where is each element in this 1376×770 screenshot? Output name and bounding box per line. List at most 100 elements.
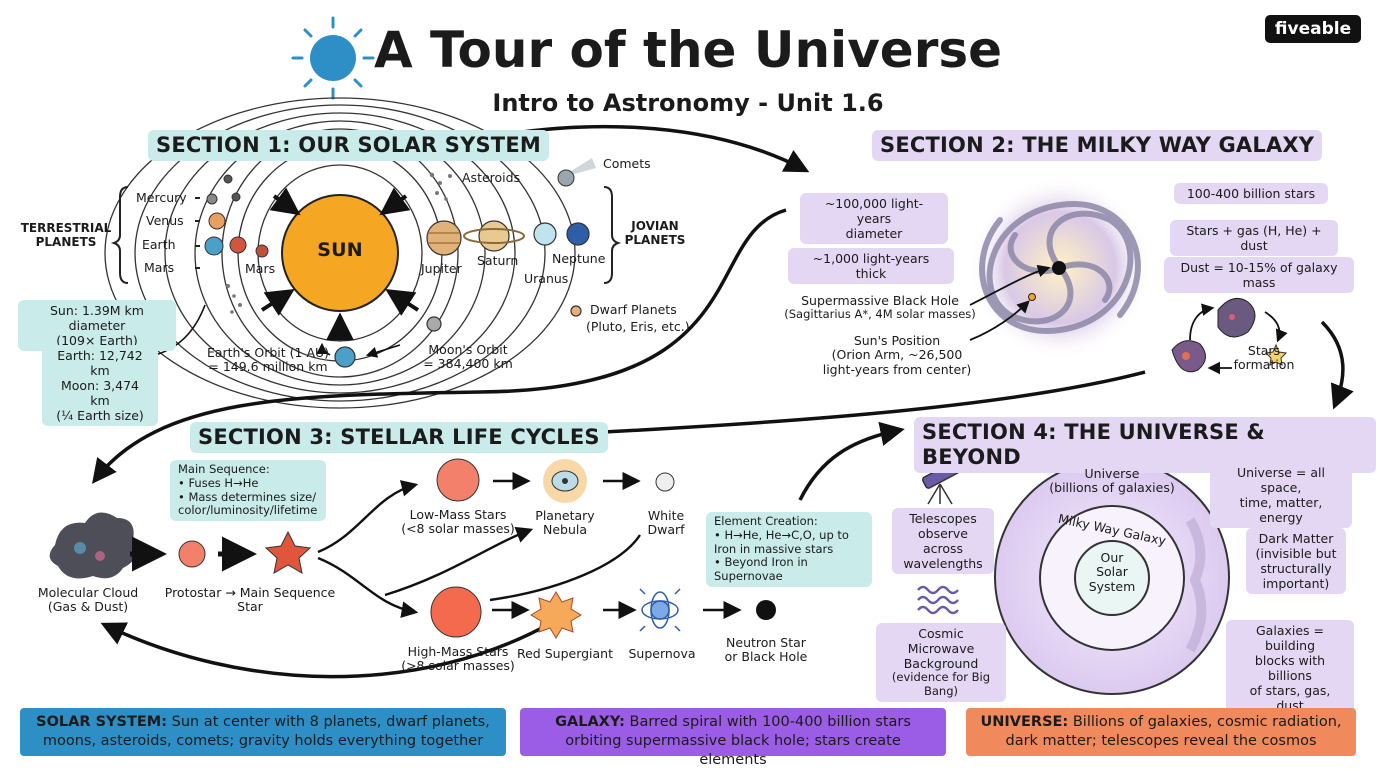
planet-label-jupiter: Jupiter (421, 261, 462, 276)
asteroid-dots (226, 172, 452, 314)
white-dwarf-line: White (647, 508, 685, 523)
stage-arrows (492, 471, 742, 620)
dwarf-planets-label: Dwarf Planets (590, 302, 677, 317)
sun-fact-box: Sun: 1.39M km diameter (109× Earth) (18, 300, 176, 351)
planet-label-neptune: Neptune (552, 251, 606, 266)
star-formation-label: Stars formation (1222, 343, 1306, 373)
solar-system-summary: SOLAR SYSTEM: Sun at center with 8 plane… (20, 708, 506, 756)
earth-fact-box: Earth: 12,742 km Moon: 3,474 km (¼ Earth… (42, 345, 158, 426)
white-dwarf-line: Dwarf (647, 522, 685, 538)
molecular-cloud (49, 512, 137, 579)
galaxy-pointers (969, 264, 1051, 341)
section1-pointers (154, 304, 401, 358)
main-sequence-box: Main Sequence: • Fuses H→He • Mass deter… (170, 460, 326, 522)
earth-fact-line: (¼ Earth size) (56, 408, 144, 423)
sun-body (281, 194, 399, 312)
earth-fact-line: Earth: 12,742 km (57, 348, 143, 378)
high-mass-star-body (430, 586, 482, 638)
page-subtitle: Intro to Astronomy - Unit 1.6 (492, 89, 884, 117)
element-creation-bullet: • H→He, He→C,O, up to (714, 527, 849, 542)
high-mass-line: High-Mass Stars (407, 644, 509, 659)
planet-label-saturn: Saturn (477, 253, 519, 268)
planet-label-mercury: Mercury (136, 190, 187, 205)
planet-label-mars-inner: Mars (144, 260, 175, 275)
diameter-box: ~100,000 light-years diameter (800, 193, 948, 244)
planet-label-earth: Earth (142, 237, 176, 252)
earth-fact-line: Moon: 3,474 km (61, 378, 139, 408)
terrestrial-planets-label: TERRESTRIAL PLANETS (20, 221, 112, 249)
red-supergiant-icon (530, 591, 582, 639)
galaxy-summary-key: GALAXY: (555, 714, 625, 730)
molecular-cloud-line: (Gas & Dust) (47, 599, 129, 615)
telescopes-line: Telescopes (909, 511, 977, 526)
element-creation-bullet: • Beyond Iron in Supernovae (714, 555, 808, 584)
cmb-line: Cosmic Microwave (907, 626, 975, 656)
gravity-arrows (260, 187, 420, 341)
earth-orbit-label: Earth's Orbit (1 AU) = 149.6 million km (198, 345, 338, 375)
main-sequence-star (264, 530, 312, 574)
universe-ring-label: Universe (billions of galaxies) (1042, 466, 1182, 496)
cmb-box: Cosmic Microwave Background (evidence fo… (876, 623, 1006, 702)
solar-system-ring-label: Our Solar System (1082, 550, 1142, 594)
section2-heading: SECTION 2: THE MILKY WAY GALAXY (872, 130, 1323, 162)
asteroids-label: Asteroids (462, 170, 521, 185)
star-formation-line: Stars (1247, 343, 1281, 358)
universe-definition-box: Universe = all space, time, matter, ener… (1210, 462, 1352, 528)
main-sequence-bullet: • Fuses H→He (178, 475, 259, 490)
galaxy-summary-line: Barred spiral with 100-400 billion stars (629, 714, 911, 730)
cmb-line: (evidence for Big Bang) (891, 670, 991, 698)
planet-label-venus: Venus (146, 213, 184, 228)
diameter-line: ~100,000 light-years (824, 196, 924, 226)
black-hole-line: Supermassive Black Hole (801, 293, 959, 308)
diameter-line: diameter (845, 226, 903, 241)
sun-fact-line: Sun: 1.39M km diameter (50, 303, 144, 333)
universe-ring-line: (billions of galaxies) (1049, 480, 1175, 496)
planetary-nebula-line: Nebula (542, 522, 588, 538)
sun-position-line: Sun's Position (853, 333, 941, 348)
sun-label: SUN (317, 239, 363, 261)
sun-position-label: Sun's Position (Orion Arm, ~26,500 light… (812, 333, 982, 377)
protostar-line: Protostar → Main Sequence (164, 585, 336, 600)
dark-matter-line: structurally (1260, 561, 1332, 576)
inner-planets (204, 174, 269, 258)
universe-ring-line: Universe (1084, 466, 1140, 481)
sun-position-line: light-years from center) (822, 361, 972, 377)
protostar-label: Protostar → Main Sequence Star (160, 585, 340, 615)
main-sequence-bullet: color/luminosity/lifetime (178, 503, 318, 518)
black-hole-line: (Sagittarius A*, 4M solar masses) (784, 307, 976, 322)
molecular-cloud-label: Molecular Cloud (Gas & Dust) (28, 585, 148, 615)
planet-label-mars: Mars (245, 261, 276, 276)
outer-planets (334, 220, 590, 368)
dust-fraction-box: Dust = 10-15% of galaxy mass (1164, 257, 1354, 293)
universe-nested-circles (994, 459, 1230, 695)
star-formation-cycle (1171, 297, 1288, 375)
cmb-line: Background (903, 656, 979, 671)
planetary-nebula-line: Planetary (535, 508, 595, 523)
star-count-box: 100-400 billion stars (1174, 183, 1328, 204)
low-mass-label: Low-Mass Stars (<8 solar masses) (398, 507, 518, 537)
earth-orbit-line: Earth's Orbit (1 AU) (206, 345, 330, 360)
section3-heading: SECTION 3: STELLAR LIFE CYCLES (190, 422, 608, 454)
white-dwarf-body (655, 472, 675, 492)
remnant-label: Neutron Star or Black Hole (716, 635, 816, 665)
solar-summary-line: Sun at center with 8 planets, dwarf plan… (171, 714, 490, 730)
solar-system-ring-line: Our (1100, 550, 1124, 565)
universe-summary-line: dark matter; telescopes reveal the cosmo… (1005, 732, 1317, 749)
planet-brackets (110, 186, 622, 284)
page-title: A Tour of the Universe (373, 21, 1003, 79)
comet-icon (557, 158, 596, 187)
dwarf-planets-examples: (Pluto, Eris, etc.) (586, 319, 690, 334)
dark-matter-box: Dark Matter (invisible but structurally … (1246, 528, 1346, 594)
solar-system-ring-line: System (1088, 578, 1136, 594)
low-mass-line: Low-Mass Stars (409, 507, 507, 522)
universe-summary-key: UNIVERSE: (980, 714, 1069, 730)
element-creation-title: Element Creation: (714, 514, 818, 528)
main-sequence-bullet: • Mass determines size/ (178, 489, 317, 504)
red-supergiant-label: Red Supergiant (516, 646, 613, 661)
composition-box: Stars + gas (H, He) + dust (1170, 220, 1338, 256)
thickness-box: ~1,000 light-years thick (788, 248, 954, 284)
branch-arrows (317, 480, 641, 618)
planetary-nebula-label: Planetary Nebula (520, 508, 610, 538)
earth-orbit-line: = 149.6 million km (208, 359, 328, 375)
comets-label: Comets (603, 156, 651, 171)
